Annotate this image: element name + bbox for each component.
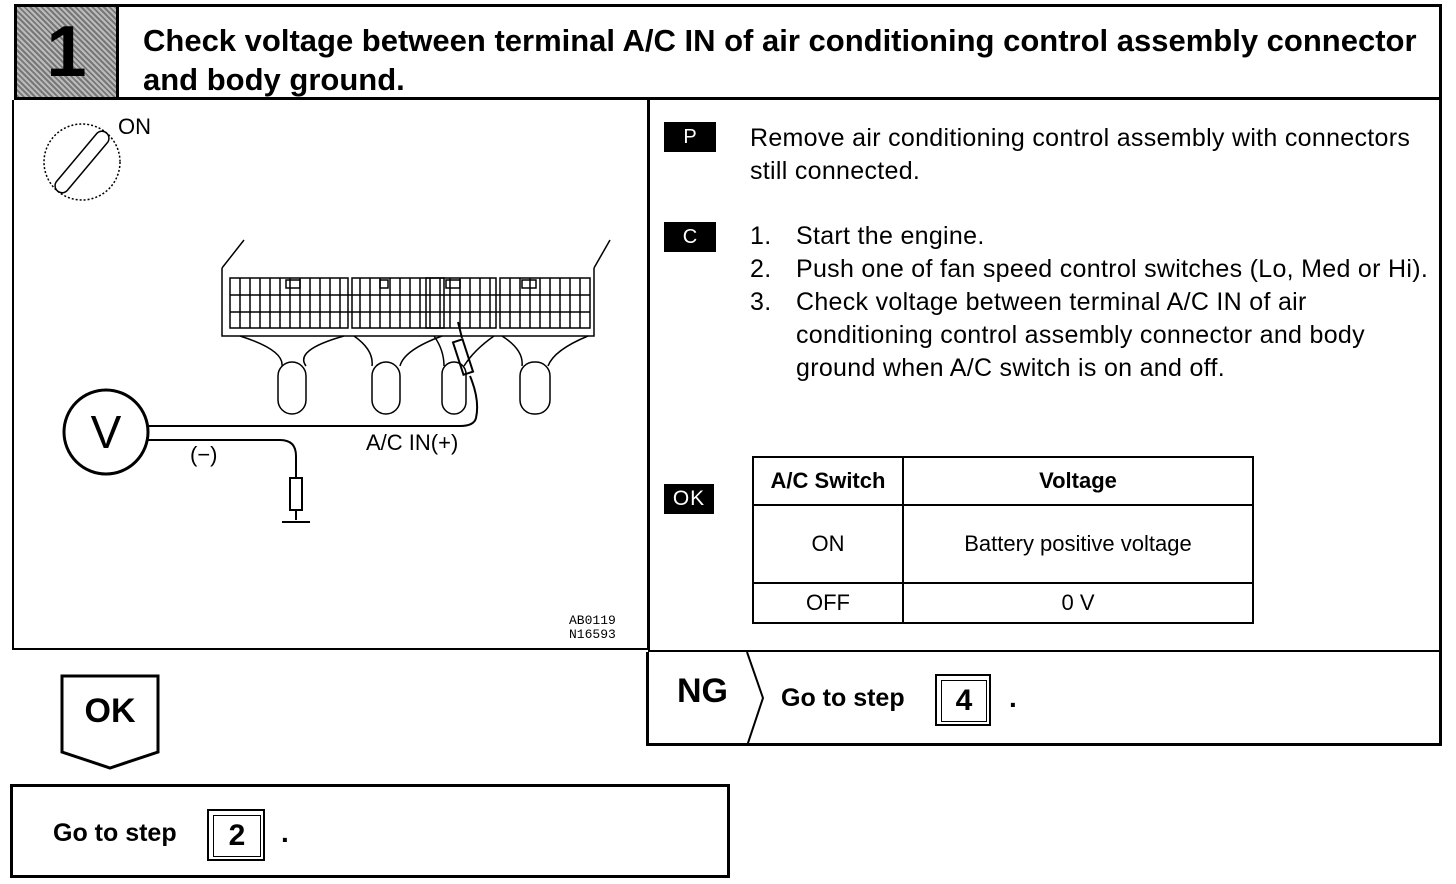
table-cell: ON	[752, 504, 904, 584]
ignition-key-icon	[43, 123, 121, 201]
table-row: ON Battery positive voltage	[752, 504, 1255, 584]
voltmeter-icon	[62, 388, 150, 476]
negative-probe-label: (−)	[190, 442, 218, 467]
positive-probe	[148, 321, 479, 427]
ng-go-to-text: Go to step	[781, 684, 905, 712]
illustration-panel: V ON A/C IN(+) (−) AB0119 N16593	[12, 100, 649, 650]
ng-step-number: 4	[941, 680, 987, 722]
table-header-row: A/C Switch Voltage	[752, 456, 1255, 506]
step-index: 1.	[750, 222, 772, 250]
ok-step-number: 2	[213, 815, 261, 857]
meter-symbol: V	[91, 406, 122, 458]
connector-icon	[221, 239, 611, 415]
voltage-table: A/C Switch Voltage ON Battery positive v…	[752, 456, 1255, 624]
figure-code: AB0119 N16593	[569, 614, 616, 642]
ignition-on-label: ON	[118, 114, 151, 139]
list-item: 2. Push one of fan speed control switches…	[750, 253, 1430, 286]
step-index: 2.	[750, 255, 772, 283]
list-item: 3. Check voltage between terminal A/C IN …	[750, 286, 1430, 385]
ng-step-link[interactable]: 4	[935, 674, 991, 726]
procedure-panel: P Remove air conditioning control assemb…	[648, 100, 1442, 652]
ng-arrow-icon	[746, 652, 765, 746]
column-header: A/C Switch	[752, 456, 904, 506]
figure-code-2: N16593	[569, 627, 616, 642]
step-index: 3.	[750, 288, 772, 316]
step-number-box	[17, 7, 119, 97]
wiring-diagram: V	[43, 123, 611, 523]
check-tag: C	[664, 222, 716, 252]
ok-go-to-text: Go to step	[53, 819, 177, 847]
step-header: 1 Check voltage between terminal A/C IN …	[14, 4, 1442, 100]
ng-period: .	[1009, 682, 1017, 713]
step-number: 1	[46, 12, 87, 92]
ok-label: OK	[84, 692, 136, 730]
column-header: Voltage	[901, 456, 1255, 506]
check-steps: 1. Start the engine. 2. Push one of fan sp…	[750, 220, 1430, 385]
list-item: 1. Start the engine.	[750, 220, 1430, 253]
ok-result-box: Go to step 2 .	[10, 784, 730, 878]
ok-step-link[interactable]: 2	[207, 809, 265, 861]
preparation-text: Remove air conditioning control assembly…	[750, 124, 1411, 185]
ok-arrow-icon	[60, 674, 160, 770]
figure-code-1: AB0119	[569, 613, 616, 628]
table-cell: Battery positive voltage	[901, 504, 1255, 584]
step-text: Start the engine.	[796, 222, 985, 250]
step-text: Push one of fan speed control switches (…	[796, 255, 1429, 283]
table-cell: OFF	[752, 582, 904, 624]
ng-result-row: NG Go to step 4 .	[646, 652, 1442, 746]
ng-label: NG	[677, 672, 728, 710]
table-cell: 0 V	[901, 582, 1255, 624]
ok-period: .	[281, 817, 289, 848]
negative-probe	[148, 439, 310, 523]
positive-probe-label: A/C IN(+)	[366, 430, 459, 455]
page-title: Check voltage between terminal A/C IN of…	[143, 23, 1417, 97]
ok-criteria-tag: OK	[664, 484, 714, 514]
preparation-tag: P	[664, 122, 716, 152]
table-row: OFF 0 V	[752, 582, 1255, 624]
step-text: Check voltage between terminal A/C IN of…	[796, 288, 1365, 382]
